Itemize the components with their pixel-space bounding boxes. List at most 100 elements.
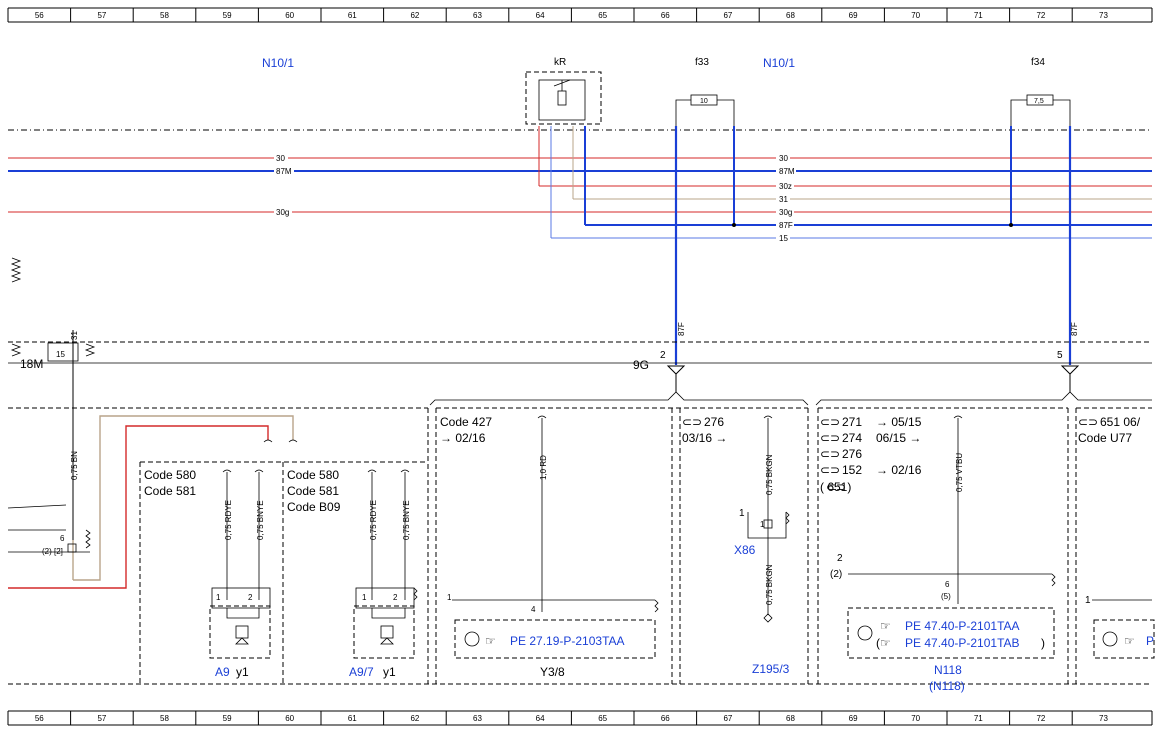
n118-alt-label[interactable]: (N118) [929, 679, 965, 693]
f34-label: f34 [1031, 57, 1045, 68]
pin-2: 2 [660, 350, 666, 361]
left-bus-label-30: 30 [276, 154, 285, 163]
pin-6: 6 [60, 534, 65, 543]
ruler-bottom-label: 59 [223, 714, 232, 723]
f33-label: f33 [695, 57, 709, 68]
n118-label[interactable]: N118 [934, 663, 962, 677]
f33-value: 10 [700, 98, 708, 105]
ruler-bottom-label: 60 [285, 714, 294, 723]
right-ref-link[interactable]: P [1146, 634, 1154, 648]
right-ref-icon: ☞ [1124, 634, 1135, 648]
ruler-bottom-label: 61 [348, 714, 357, 723]
bus-label-15: 15 [779, 234, 788, 243]
ruler-bottom-label: 64 [536, 714, 545, 723]
code-651-right: 651 06/ [1100, 415, 1141, 429]
n118-pin-2: 2 [837, 553, 843, 564]
pin-6-sub: (2) [2] [42, 547, 63, 556]
ruler-bottom-label: 67 [723, 714, 732, 723]
ruler-bottom-label: 73 [1099, 714, 1108, 723]
n118-pin-5: (5) [941, 592, 951, 601]
ruler-bottom-label: 58 [160, 714, 169, 723]
bus-label-87f: 87F [779, 221, 793, 230]
g9-label: 9G [633, 358, 649, 372]
n118-pin-2b: (2) [830, 569, 842, 580]
code-274: 274 [842, 431, 862, 445]
ruler-bottom-label: 68 [786, 714, 795, 723]
n118-ref-link-1[interactable]: PE 47.40-P-2101TAA [905, 619, 1020, 633]
x86-label[interactable]: X86 [734, 543, 756, 557]
y38-label: Y3/8 [540, 665, 565, 679]
engine-icon-274: ⊂⊃ [820, 431, 840, 445]
a9-pin-2: 2 [248, 593, 253, 602]
code-152-date: → 02/16 [876, 463, 922, 477]
y38-ref-link[interactable]: PE 27.19-P-2103TAA [510, 634, 625, 648]
ruler-top-label: 66 [661, 11, 670, 20]
ruler-top-label: 59 [223, 11, 232, 20]
code-276: 276 [704, 415, 724, 429]
ruler-top-label: 65 [598, 11, 607, 20]
engine-code-276-icon: ⊂⊃ [682, 415, 702, 429]
x86-pin-1: 1 [739, 508, 745, 519]
n10-right-label[interactable]: N10/1 [763, 56, 795, 70]
f34-value: 7,5 [1034, 98, 1044, 105]
m18-squiggle [84, 343, 96, 357]
a97-pin-2: 2 [393, 593, 398, 602]
ruler-top-label: 69 [849, 11, 858, 20]
n118-wiring [847, 415, 1056, 659]
shield-symbol-left [10, 257, 22, 283]
ruler-top-label: 58 [160, 11, 169, 20]
relay-kr [525, 71, 602, 125]
ruler-bottom-label: 71 [974, 714, 983, 723]
wire-rdye-2: 0,75 RDYE [369, 500, 378, 540]
wire-bnye-1: 0,75 BNYE [256, 500, 265, 540]
ruler-bottom-label: 72 [1036, 714, 1045, 723]
engine-icon-271: ⊂⊃ [820, 415, 840, 429]
code-581-a: Code 581 [144, 484, 196, 498]
left-bus-label-87m: 87M [276, 167, 292, 176]
a97-y-label: y1 [383, 665, 396, 679]
a9-label[interactable]: A9 [215, 665, 230, 679]
x86-wiring [747, 415, 790, 623]
code-274-date: 06/15 → [876, 431, 921, 445]
z195-label[interactable]: Z195/3 [752, 662, 790, 676]
n118-codes: ⊂⊃ 271 → 05/15 ⊂⊃ 274 06/15 → ⊂⊃ 276 ⊂⊃ … [820, 415, 922, 494]
ruler-top-label: 60 [285, 11, 294, 20]
fuse-f34: 7,5 [1010, 94, 1071, 126]
pin-15: 15 [56, 350, 65, 359]
ruler-top-label: 61 [348, 11, 357, 20]
bottom-regions [8, 407, 1152, 685]
wire-bn: 0,75 BN [70, 451, 79, 480]
pin-87f-b: 87F [1070, 322, 1079, 336]
fuse-f33: 10 [675, 94, 735, 126]
ruler-bottom-label: 57 [97, 714, 106, 723]
engine-icon-651b: ⊂⊃ [1078, 415, 1098, 429]
code-581-b: Code 581 [287, 484, 339, 498]
code-b09: Code B09 [287, 500, 341, 514]
ruler-top-label: 63 [473, 11, 482, 20]
code-580-b: Code 580 [287, 468, 339, 482]
m18-box [47, 342, 79, 362]
n118-ref-link-2[interactable]: PE 47.40-P-2101TAB [905, 636, 1020, 650]
code-271-date: → 05/15 [876, 415, 922, 429]
code-u77: Code U77 [1078, 431, 1132, 445]
ruler-top-label: 67 [723, 11, 732, 20]
code-271: 271 [842, 415, 862, 429]
splice-9g-b [1060, 365, 1080, 375]
ruler-top-label: 70 [911, 11, 920, 20]
wire-bkgn-1: 0,75 BKGN [765, 454, 774, 495]
code-427-date: → 02/16 [440, 431, 486, 445]
ruler-top-label: 68 [786, 11, 795, 20]
bus-label-30: 30 [779, 154, 788, 163]
a97-pin-1: 1 [362, 593, 367, 602]
bus-labels: 30 87M 30z 31 30g 87F 15 30 87M 30g [274, 154, 796, 243]
ruler-bottom-label: 63 [473, 714, 482, 723]
y38-ref-icon: ☞ [485, 634, 496, 648]
y38-pin-4: 4 [531, 605, 536, 614]
a97-label[interactable]: A9/7 [349, 665, 374, 679]
bus-label-31: 31 [779, 195, 788, 204]
ruler-bottom-label: 56 [35, 714, 44, 723]
n10-left-label[interactable]: N10/1 [262, 56, 294, 70]
code-580-a: Code 580 [144, 468, 196, 482]
